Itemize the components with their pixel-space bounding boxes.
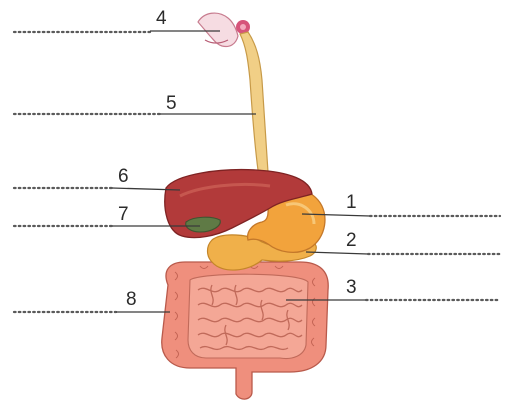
organ-illustration xyxy=(162,13,328,399)
label-1-group: 1 xyxy=(302,192,500,216)
label-8-group: 8 xyxy=(14,289,170,312)
label-number-2: 2 xyxy=(346,230,357,251)
small-intestine-organ xyxy=(188,274,308,358)
label-6-group: 6 xyxy=(14,166,180,190)
label-number-8: 8 xyxy=(126,289,137,310)
label-number-5: 5 xyxy=(166,93,177,114)
leader-line-2 xyxy=(306,252,368,254)
label-number-6: 6 xyxy=(118,166,129,187)
label-number-4: 4 xyxy=(156,8,167,29)
label-5-group: 5 xyxy=(14,93,256,114)
label-number-3: 3 xyxy=(346,277,357,298)
esophagus-organ xyxy=(240,32,268,172)
mouth-organ xyxy=(198,13,250,46)
label-2-group: 2 xyxy=(306,230,500,254)
label-4-group: 4 xyxy=(14,8,220,32)
label-number-7: 7 xyxy=(118,204,129,225)
label-number-1: 1 xyxy=(346,192,357,213)
